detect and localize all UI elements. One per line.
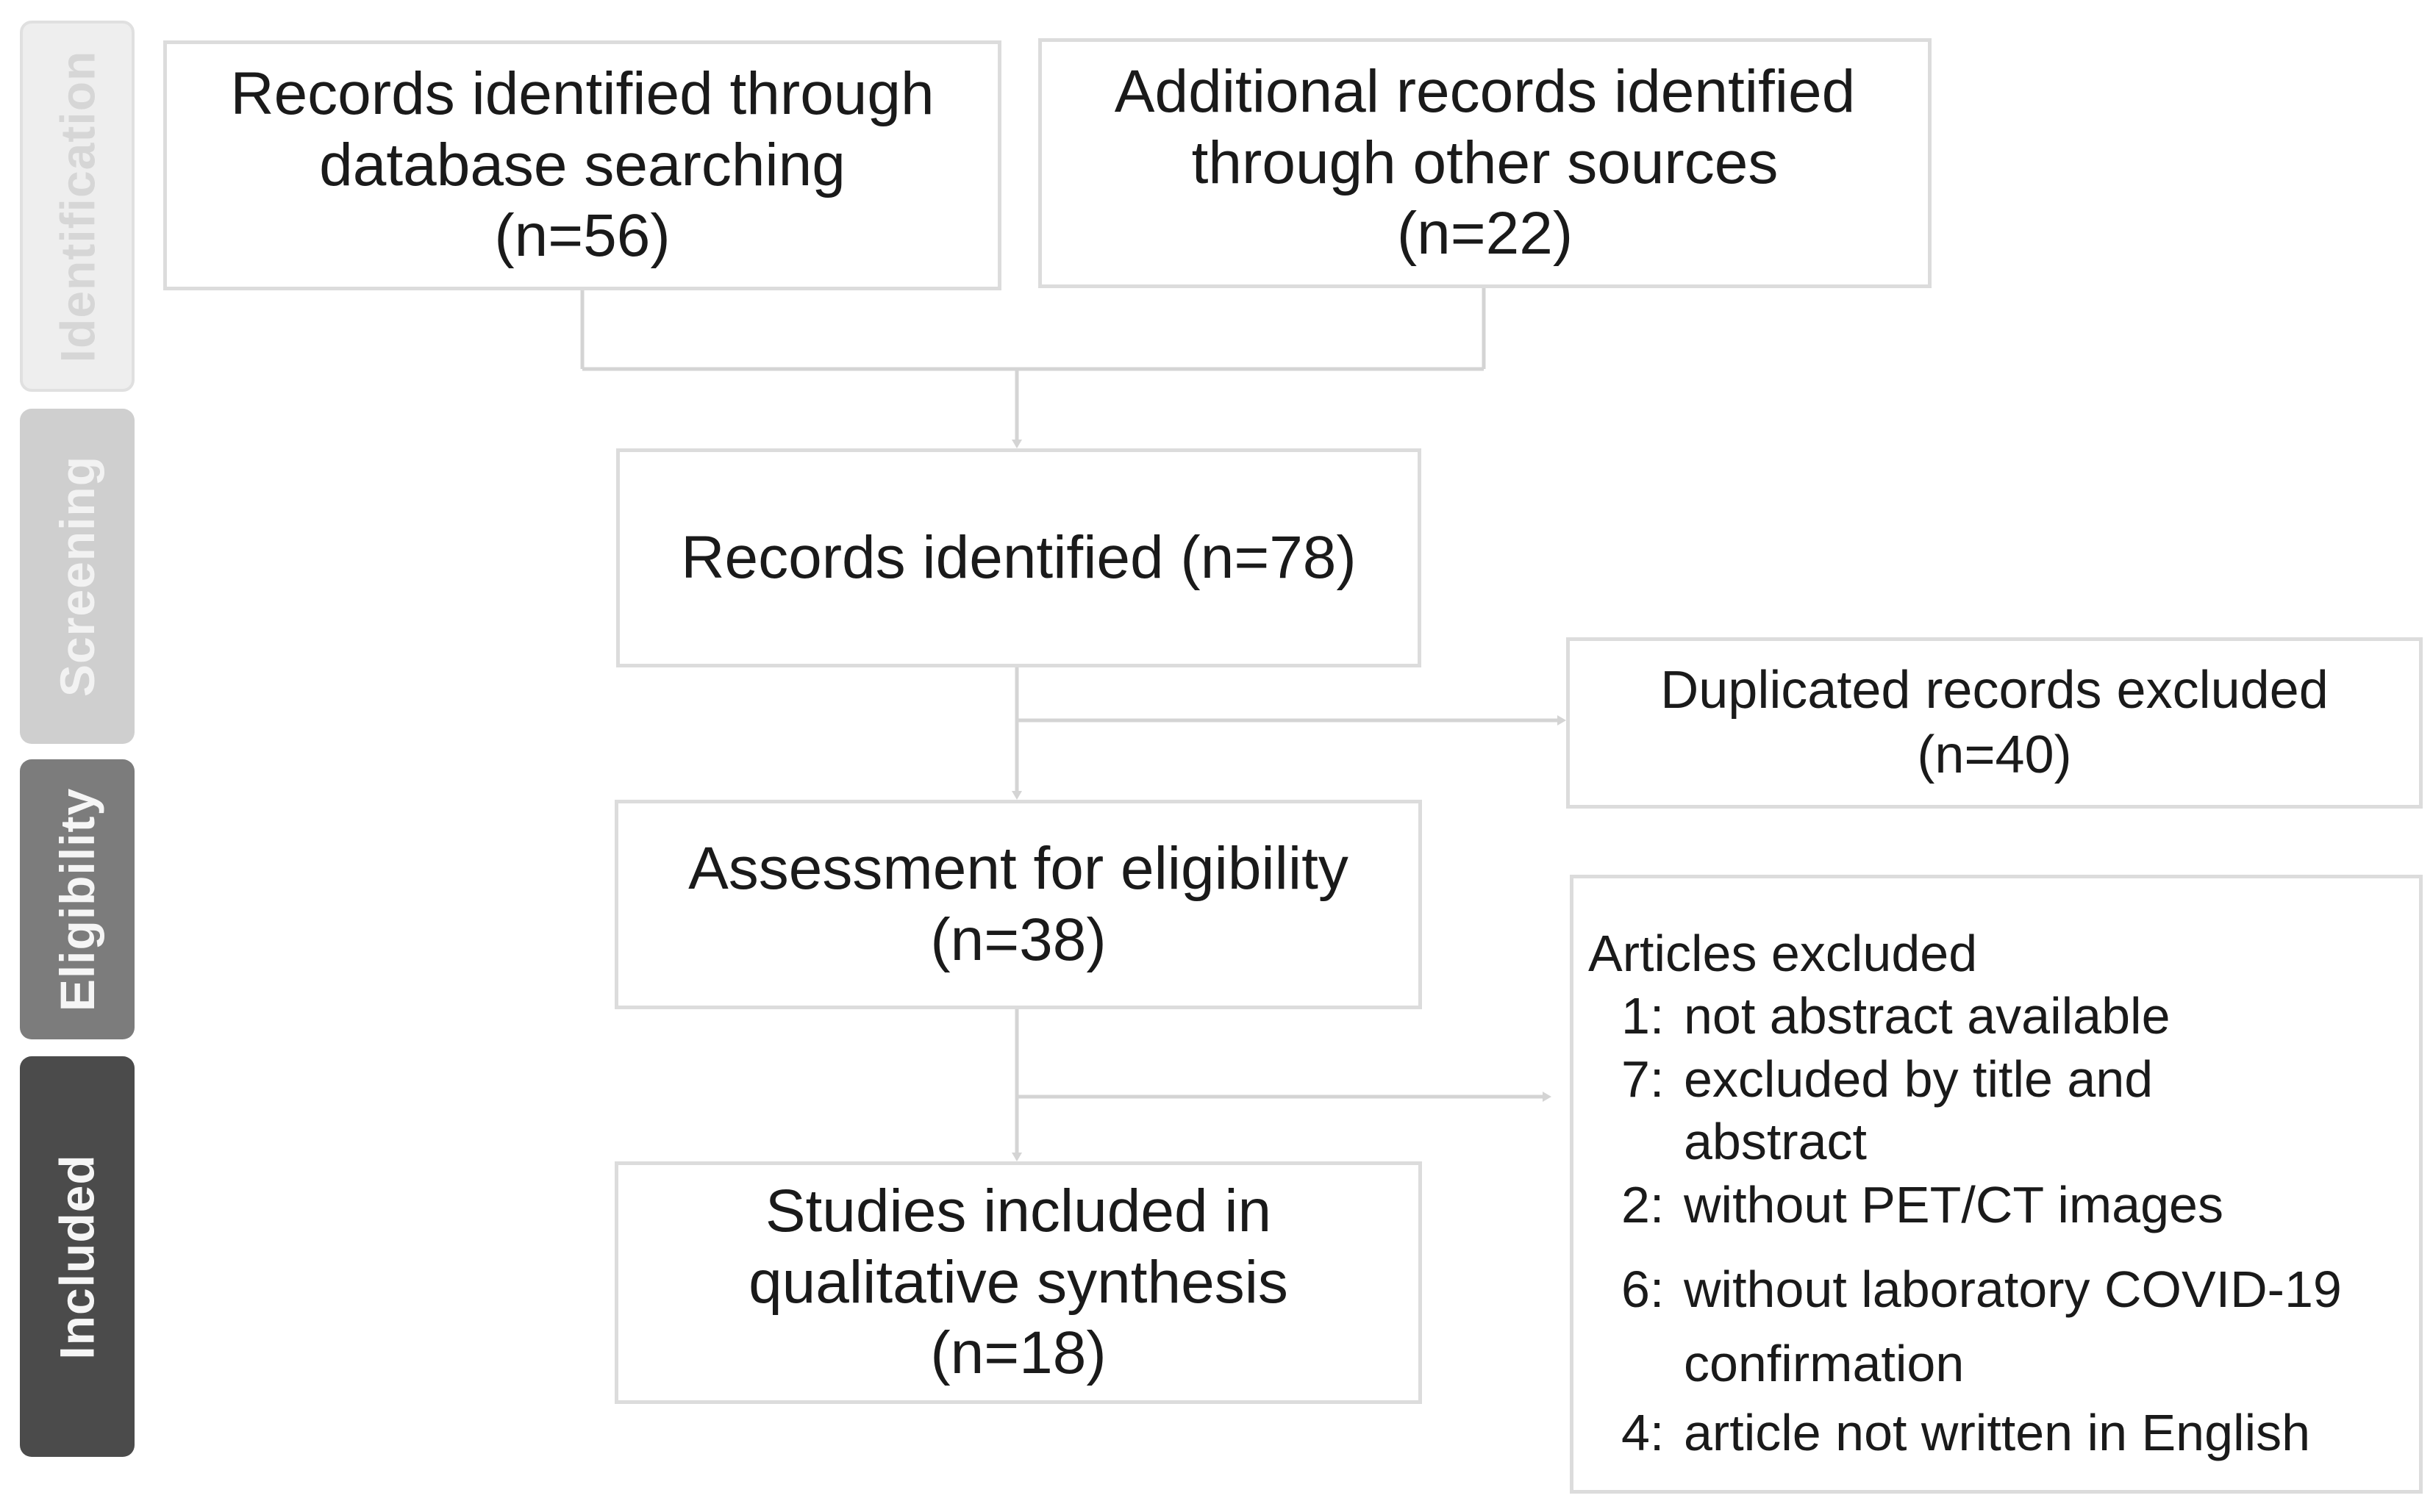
other-sources-line-2: through other sources: [1191, 129, 1779, 196]
excluded-item: 6: without laboratory COVID-19 confirmat…: [1588, 1253, 2342, 1402]
excluded-item-count: 4:: [1621, 1403, 1665, 1461]
excluded-item-reason: without laboratory COVID-19 confirmation: [1684, 1253, 2342, 1402]
studies-included-box: Studies included in qualitative synthesi…: [615, 1161, 1422, 1404]
studies-included-line-1: Studies included in: [765, 1177, 1272, 1244]
arrowhead-included: [1012, 1153, 1022, 1161]
arrowhead-duplicates: [1557, 715, 1566, 725]
articles-excluded-box: Articles excluded 1: not abstract availa…: [1570, 875, 2423, 1494]
excluded-item-count: 1:: [1621, 987, 1665, 1045]
excluded-item-reason-line-2: abstract: [1684, 1113, 1867, 1171]
excluded-item-reason: without PET/CT images: [1684, 1175, 2223, 1233]
duplicates-excluded-label: Duplicated records excluded: [1660, 660, 2329, 720]
arrowhead-eligibility: [1012, 791, 1022, 800]
arrowhead-identified: [1012, 440, 1022, 448]
other-sources-count: (n=22): [1396, 200, 1573, 268]
excluded-item-reason-line-2: confirmation: [1684, 1335, 1965, 1393]
database-records-line-1: Records identified through: [230, 60, 935, 127]
excluded-item: 4: article not written in English: [1588, 1402, 2310, 1464]
database-records-line-2: database searching: [319, 131, 846, 198]
stage-identification: Identification: [20, 21, 135, 392]
excluded-item: 2: without PET/CT images: [1588, 1174, 2223, 1236]
arrowhead-excluded: [1543, 1092, 1551, 1102]
excluded-item-count: 7:: [1621, 1050, 1665, 1108]
excluded-item-count: 6:: [1621, 1260, 1665, 1318]
excluded-item-reason: article not written in English: [1684, 1403, 2311, 1461]
stage-screening: Screening: [20, 409, 135, 744]
excluded-item-reason: not abstract available: [1684, 987, 2171, 1045]
excluded-item-reason: excluded by title and abstract: [1684, 1048, 2153, 1174]
excluded-item-reason-line-1: without laboratory COVID-19: [1684, 1260, 2342, 1318]
stage-included: Included: [20, 1056, 135, 1457]
other-sources-box: Additional records identified through ot…: [1038, 38, 1932, 288]
database-records-count: (n=56): [494, 202, 671, 270]
excluded-item: 7: excluded by title and abstract: [1588, 1048, 2153, 1174]
records-identified-box: Records identified (n=78): [616, 448, 1421, 667]
excluded-item-count: 2:: [1621, 1175, 1665, 1233]
eligibility-assessment-box: Assessment for eligibility (n=38): [615, 800, 1422, 1009]
articles-excluded-title: Articles excluded: [1588, 925, 1978, 982]
duplicates-excluded-box: Duplicated records excluded (n=40): [1566, 637, 2423, 809]
stage-eligibility: Eligibility: [20, 759, 135, 1039]
studies-included-line-2: qualitative synthesis: [749, 1248, 1288, 1316]
duplicates-excluded-count: (n=40): [1917, 725, 2072, 784]
eligibility-assessment-count: (n=38): [930, 906, 1107, 973]
records-identified-text: Records identified (n=78): [681, 523, 1357, 591]
excluded-item-reason-line-1: excluded by title and: [1684, 1050, 2154, 1108]
studies-included-count: (n=18): [930, 1319, 1107, 1387]
excluded-item: 1: not abstract available: [1588, 985, 2171, 1047]
other-sources-line-1: Additional records identified: [1114, 57, 1856, 125]
database-records-box: Records identified through database sear…: [163, 40, 1001, 290]
eligibility-assessment-label: Assessment for eligibility: [688, 834, 1348, 902]
